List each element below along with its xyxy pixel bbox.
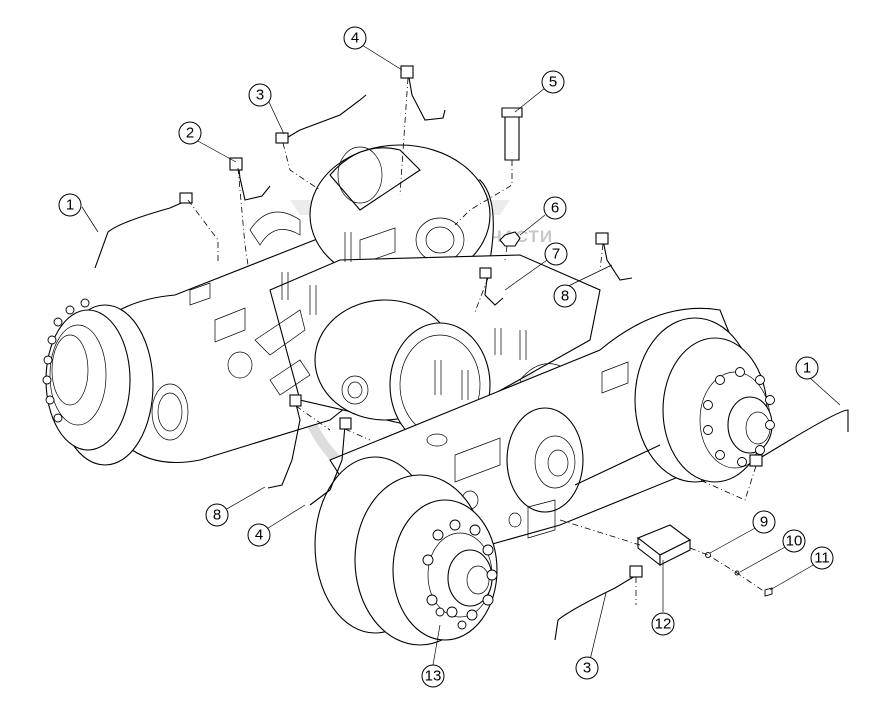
callout-12: 12 bbox=[651, 612, 675, 636]
callout-9: 9 bbox=[752, 510, 776, 534]
leader-lines bbox=[81, 44, 841, 666]
callout-8-bottom: 8 bbox=[205, 503, 229, 527]
callout-4-top: 4 bbox=[343, 26, 367, 50]
svg-text:6: 6 bbox=[551, 200, 559, 217]
callout-3-bottom: 3 bbox=[575, 656, 599, 680]
sensor-1-left bbox=[179, 192, 193, 204]
svg-text:10: 10 bbox=[786, 533, 803, 550]
svg-text:1: 1 bbox=[803, 360, 811, 377]
svg-text:3: 3 bbox=[256, 87, 264, 104]
front-hub-bolts bbox=[422, 519, 498, 630]
svg-text:4: 4 bbox=[255, 527, 263, 544]
callouts: 1 2 3 4 5 6 7 8 1 8 4 9 10 11 12 3 13 bbox=[58, 26, 834, 688]
frame-studs bbox=[281, 232, 527, 400]
callout-6: 6 bbox=[543, 196, 567, 220]
right-hub-bolts bbox=[703, 367, 775, 467]
svg-text:5: 5 bbox=[549, 74, 557, 91]
callout-13: 13 bbox=[421, 664, 445, 688]
callout-1-left: 1 bbox=[58, 193, 82, 217]
left-hub-bolts bbox=[42, 298, 90, 423]
callout-10: 10 bbox=[782, 529, 806, 553]
svg-text:4: 4 bbox=[351, 30, 359, 47]
svg-text:8: 8 bbox=[561, 288, 569, 305]
assembly-lines bbox=[187, 77, 766, 605]
callout-8-top: 8 bbox=[553, 284, 577, 308]
svg-text:3: 3 bbox=[583, 660, 591, 677]
svg-text:1: 1 bbox=[66, 197, 74, 214]
svg-text:2: 2 bbox=[186, 125, 194, 142]
callout-5: 5 bbox=[541, 70, 565, 94]
svg-text:9: 9 bbox=[760, 514, 768, 531]
callout-4-bottom: 4 bbox=[247, 523, 271, 547]
callout-7: 7 bbox=[544, 242, 568, 266]
svg-text:11: 11 bbox=[814, 550, 830, 567]
callout-2: 2 bbox=[178, 121, 202, 145]
svg-text:8: 8 bbox=[213, 507, 221, 524]
callout-3-top: 3 bbox=[248, 83, 272, 107]
svg-text:7: 7 bbox=[552, 246, 560, 263]
callout-1-right: 1 bbox=[795, 356, 819, 380]
front-left-hub bbox=[314, 456, 498, 646]
svg-text:12: 12 bbox=[655, 616, 672, 633]
svg-text:13: 13 bbox=[425, 668, 442, 685]
callout-11: 11 bbox=[810, 546, 834, 570]
